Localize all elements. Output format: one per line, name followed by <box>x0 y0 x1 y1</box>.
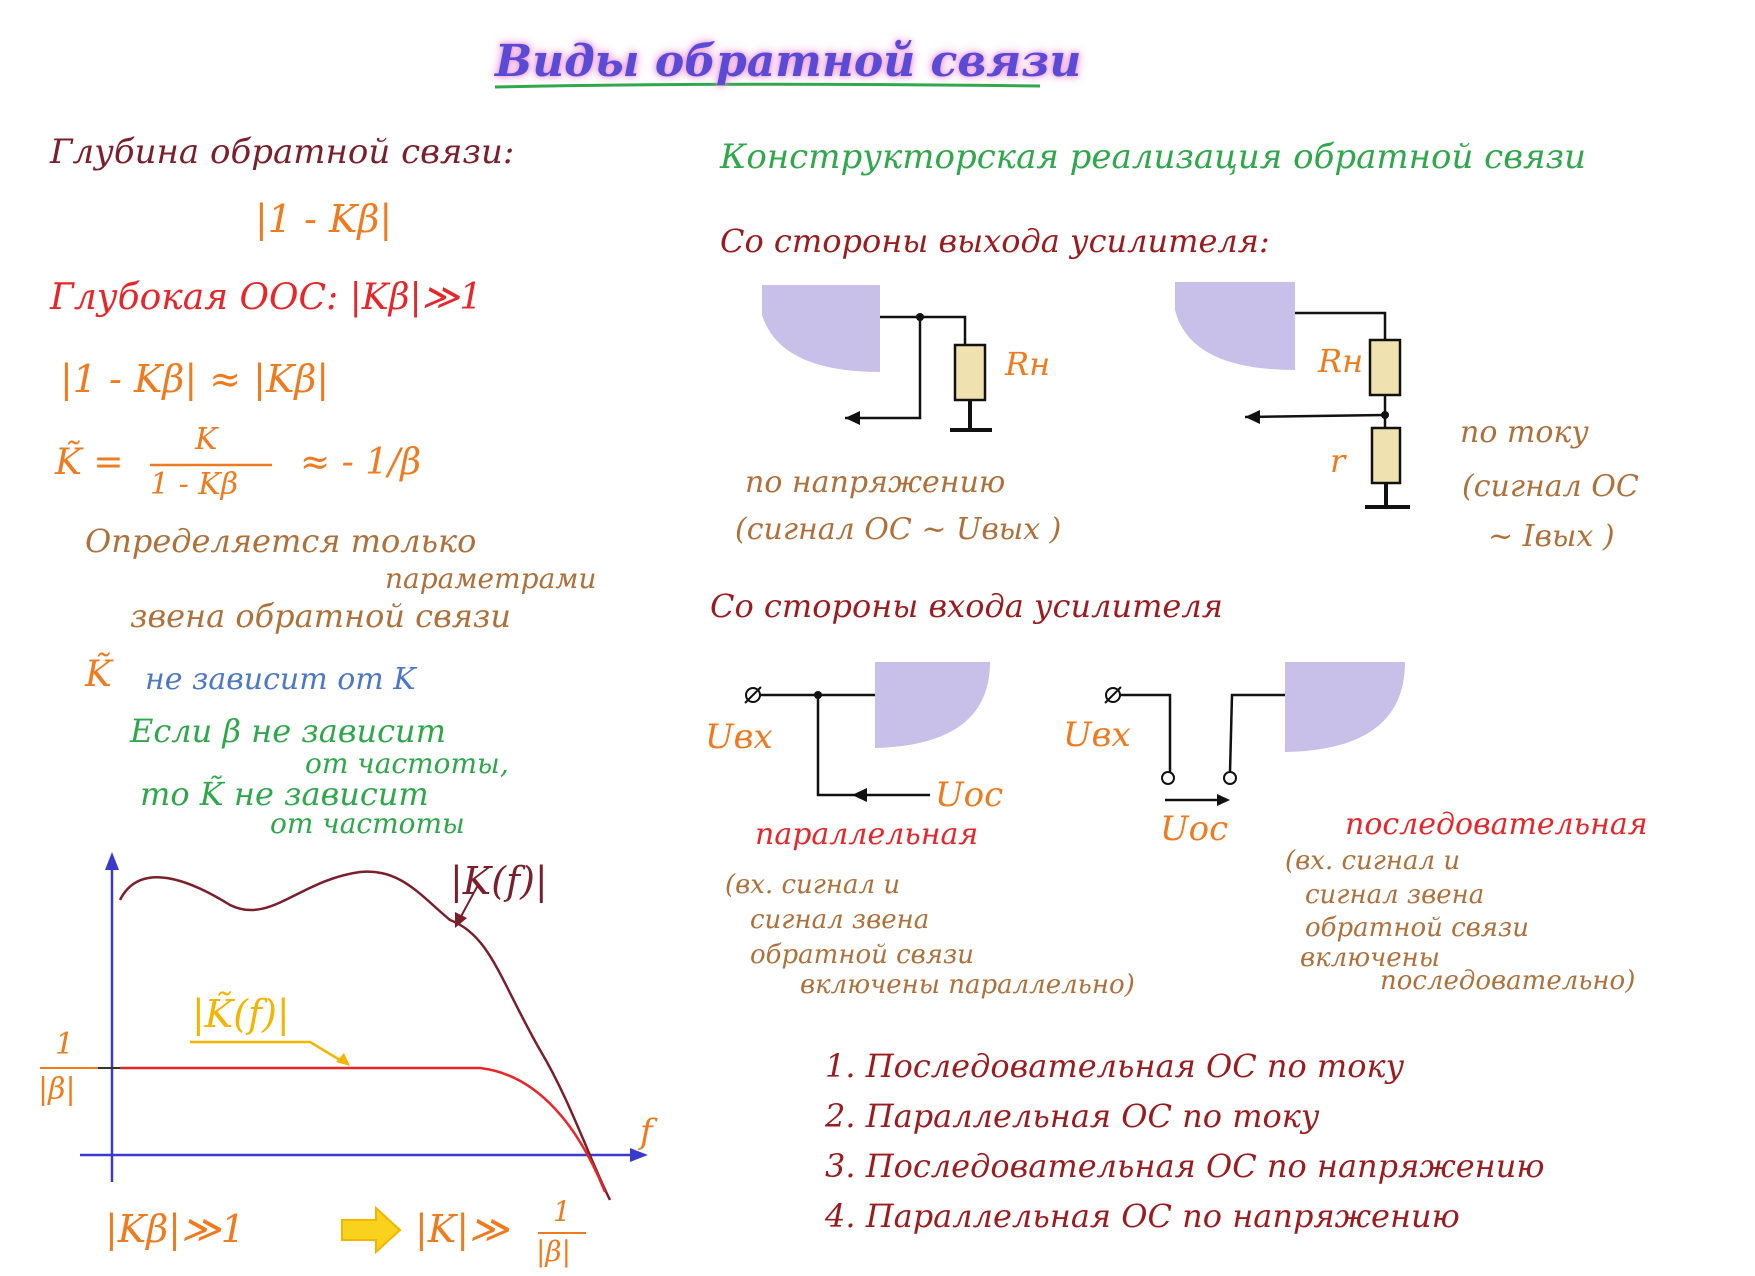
amplifier-2 <box>1175 282 1295 370</box>
arrow-1 <box>845 411 860 425</box>
uoc-label-1: Uос <box>935 775 1004 815</box>
if-line-1: Если β не зависит <box>130 712 446 750</box>
x-axis-arrow <box>630 1148 648 1162</box>
rn-label-1: Rн <box>1005 345 1051 383</box>
ser-note-5: последовательно) <box>1380 966 1636 996</box>
ser-note-4: включены <box>1300 943 1440 973</box>
right-heading: Конструкторская реализация обратной связ… <box>720 137 1586 177</box>
ser-note-3: обратной связи <box>1305 913 1529 943</box>
terminal-1-slash <box>744 686 762 704</box>
y-axis-arrow <box>105 852 119 870</box>
y-label-den: |β| <box>38 1072 76 1107</box>
implies-arrow <box>341 1205 402 1255</box>
par-note-2: сигнал звена <box>750 905 930 935</box>
terminal-4 <box>1223 771 1237 785</box>
x-label: f <box>640 1112 653 1152</box>
uvx-label-2: Uвх <box>1063 715 1131 755</box>
ktilde-pointer <box>190 1040 346 1065</box>
defined-line-1: Определяется только <box>85 522 477 560</box>
ktilde-num: K <box>195 422 218 457</box>
ktilde-pointer-head <box>336 1053 350 1066</box>
ktilde-symbol: K̃ <box>85 654 112 695</box>
then-line-2: от частоты <box>270 807 465 840</box>
ground-1 <box>950 400 992 432</box>
voltage-line-2: (сигнал ОС ~ Uвых ) <box>735 512 1062 547</box>
not-depend-text: не зависит от K <box>145 662 416 697</box>
resistor-rn-1 <box>953 343 987 402</box>
amplifier-3 <box>875 662 990 748</box>
current-line-3: ~ Iвых ) <box>1488 519 1615 554</box>
k-curve <box>118 870 612 1201</box>
amplifier-4 <box>1285 662 1405 752</box>
resistor-r <box>1370 426 1402 485</box>
feedback-wire-2 <box>1244 413 1386 419</box>
arrow-2 <box>1245 410 1260 424</box>
if-line-2: от частоты, <box>305 747 509 780</box>
page-title: Виды обратной связи <box>495 36 1082 87</box>
title-underline <box>494 82 1041 89</box>
par-note-3: обратной связи <box>750 940 974 970</box>
uoc-label-2: Uос <box>1160 809 1229 849</box>
ktilde-den: 1 - Kβ <box>150 467 239 502</box>
series-wire <box>1228 693 1285 773</box>
feedback-wire-1 <box>845 317 922 420</box>
bottom-frac-den: |β| <box>536 1235 572 1268</box>
voltage-line-1: по напряжению <box>745 465 1006 500</box>
bottom-lhs: |Kβ|≫1 <box>105 1207 245 1251</box>
k-curve-label: |K(f)| <box>450 859 548 903</box>
approx-formula: |1 - Kβ| ≈ |Kβ| <box>60 357 330 401</box>
list-item-4: 4. Параллельная ОС по напряжению <box>825 1197 1460 1235</box>
series-label: последовательная <box>1345 807 1648 842</box>
r-label: r <box>1330 442 1346 480</box>
list-item-3: 3. Последовательная ОС по напряжению <box>825 1147 1545 1185</box>
defined-line-3: звена обратной связи <box>130 597 511 635</box>
ser-note-2: сигнал звена <box>1305 880 1485 910</box>
output-side-label: Со стороны выхода усилителя: <box>720 222 1270 260</box>
then-line-1: то K̃ не зависит <box>140 775 429 813</box>
list-item-2: 2. Параллельная ОС по току <box>825 1097 1320 1135</box>
depth-label: Глубина обратной связи: <box>50 132 515 172</box>
ktilde-curve <box>120 1066 607 1193</box>
terminal-2-slash <box>1104 686 1122 704</box>
parallel-label: параллельная <box>755 817 979 852</box>
defined-line-2: параметрами <box>385 562 597 595</box>
uvx-label-1: Uвх <box>705 717 773 757</box>
input-wire-ser <box>1120 693 1172 773</box>
ktilde-curve-label: |K̃(f)| <box>192 992 290 1036</box>
input-side-label: Со стороны входа усилителя <box>710 587 1223 625</box>
ktilde-rhs: ≈ - 1/β <box>300 442 422 483</box>
uoc-arrow-head <box>1217 794 1230 806</box>
list-item-1: 1. Последовательная ОС по току <box>825 1047 1405 1085</box>
depth-formula: |1 - Kβ| <box>255 197 393 241</box>
bottom-frac-num: 1 <box>553 1195 571 1228</box>
arrow-par <box>852 788 867 802</box>
current-line-1: по току <box>1460 415 1589 450</box>
amplifier-1 <box>762 285 880 372</box>
wire-1a <box>880 315 967 345</box>
ser-note-1: (вх. сигнал и <box>1285 846 1461 876</box>
bottom-rhs: |K|≫ <box>415 1207 509 1251</box>
wire-2a <box>1295 311 1387 340</box>
resistor-rn-2 <box>1368 338 1402 397</box>
y-label-num: 1 <box>55 1027 75 1062</box>
k-pointer-head <box>455 912 467 928</box>
terminal-3 <box>1161 771 1175 785</box>
rn-label-2: Rн <box>1318 342 1364 380</box>
current-line-2: (сигнал ОС <box>1462 469 1639 504</box>
ground-2 <box>1365 483 1410 509</box>
deep-nfb: Глубокая ООС: |Kβ|≫1 <box>50 277 483 318</box>
par-note-1: (вх. сигнал и <box>725 870 901 900</box>
feedback-wire-par <box>816 695 930 797</box>
ktilde-lhs: K̃ = <box>55 442 124 483</box>
par-note-4: включены параллельно) <box>800 970 1135 1000</box>
